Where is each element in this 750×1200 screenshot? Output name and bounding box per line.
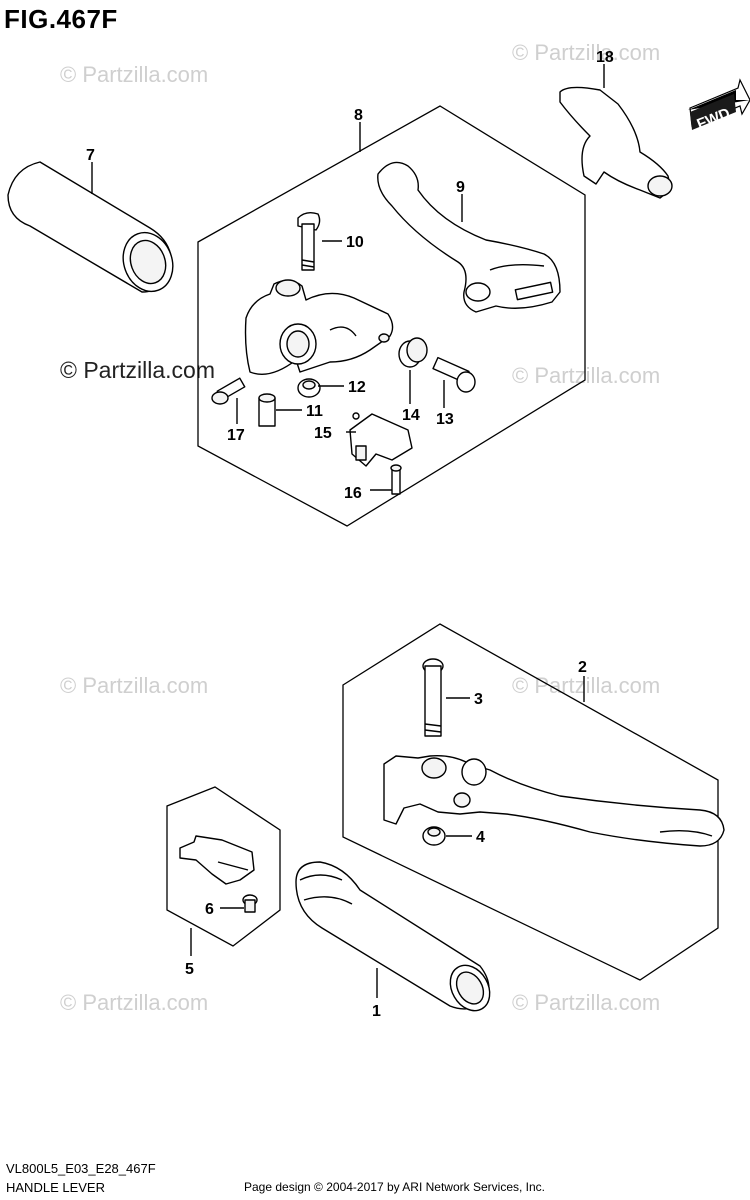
callout-17: 17 bbox=[227, 427, 245, 444]
nut-4 bbox=[422, 826, 446, 846]
callout-10: 10 bbox=[346, 234, 364, 251]
callout-9: 9 bbox=[456, 179, 465, 196]
throttle-grip-1 bbox=[295, 861, 491, 1012]
section-name: HANDLE LEVER bbox=[6, 1180, 105, 1195]
callouts: 7 8 9 10 18 12 11 17 14 13 15 16 2 3 4 6… bbox=[86, 49, 614, 1020]
callout-2: 2 bbox=[578, 659, 587, 676]
callout-8: 8 bbox=[354, 107, 363, 124]
group-box-2 bbox=[342, 623, 719, 981]
group-box-5 bbox=[166, 786, 281, 947]
fwd-arrow-icon: FWD bbox=[688, 78, 750, 133]
adjuster-14 bbox=[398, 337, 428, 368]
watermark: © Partzilla.com bbox=[512, 363, 661, 388]
callout-14: 14 bbox=[402, 407, 420, 424]
callout-15: 15 bbox=[314, 425, 332, 442]
clutch-lever-9 bbox=[377, 161, 561, 313]
callout-7: 7 bbox=[86, 147, 95, 164]
callout-13: 13 bbox=[436, 411, 454, 428]
callout-5: 5 bbox=[185, 961, 194, 978]
switch-5 bbox=[179, 835, 255, 885]
figure-title: FIG.467F bbox=[4, 4, 118, 34]
watermark: © Partzilla.com bbox=[512, 673, 661, 698]
callout-16: 16 bbox=[344, 485, 362, 502]
collar-11 bbox=[258, 393, 276, 427]
watermark: © Partzilla.com bbox=[60, 62, 209, 87]
nut-12 bbox=[297, 378, 321, 398]
screw-6 bbox=[242, 894, 258, 913]
callout-18: 18 bbox=[596, 49, 614, 66]
watermark: © Partzilla.com bbox=[60, 673, 209, 698]
brake-lever-2 bbox=[383, 754, 725, 847]
lever-cover-18 bbox=[559, 86, 673, 199]
pivot-bolt-3 bbox=[422, 658, 444, 737]
copyright: Page design © 2004-2017 by ARI Network S… bbox=[244, 1180, 546, 1194]
callout-4: 4 bbox=[476, 829, 485, 846]
callout-3: 3 bbox=[474, 691, 483, 708]
watermark: © Partzilla.com bbox=[512, 990, 661, 1015]
callout-11: 11 bbox=[306, 403, 323, 420]
watermark-dark: © Partzilla.com bbox=[60, 357, 215, 383]
lever-holder-bracket bbox=[244, 279, 394, 375]
screw-16 bbox=[390, 464, 402, 495]
group-box-8 bbox=[197, 105, 586, 527]
grip-7 bbox=[7, 161, 174, 293]
screw-17 bbox=[211, 377, 246, 405]
switch-15 bbox=[349, 412, 413, 467]
pivot-bolt-10 bbox=[297, 211, 321, 271]
model-code: VL800L5_E03_E28_467F bbox=[6, 1161, 156, 1176]
callout-6: 6 bbox=[205, 901, 214, 918]
adjuster-bolt-13 bbox=[432, 356, 476, 393]
watermark: © Partzilla.com bbox=[60, 990, 209, 1015]
leader-lines bbox=[91, 64, 605, 998]
watermark: © Partzilla.com bbox=[512, 40, 661, 65]
callout-12: 12 bbox=[348, 379, 366, 396]
callout-1: 1 bbox=[372, 1003, 381, 1020]
